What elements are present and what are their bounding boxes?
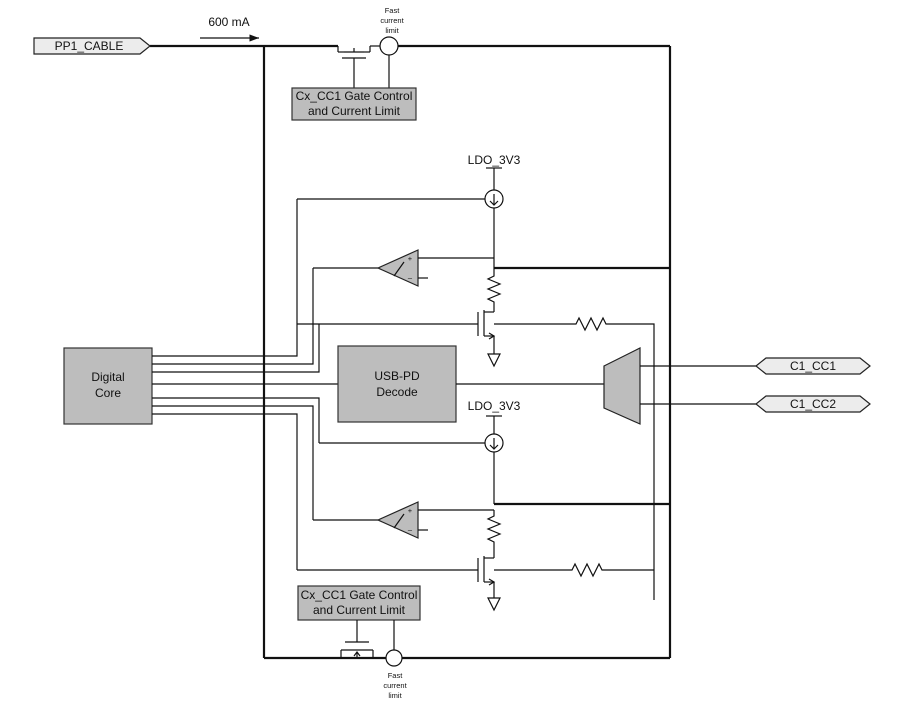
svg-text:and Current Limit: and Current Limit (313, 603, 406, 617)
comparator-bottom: + – (376, 501, 419, 539)
resistor-pd-bottom (494, 562, 654, 578)
svg-text:C1_CC1: C1_CC1 (790, 359, 836, 373)
current-sense-bottom (385, 649, 403, 667)
resistor-pd-top (494, 316, 655, 600)
ldo-top: LDO_3V3 (468, 153, 521, 209)
svg-text:Cx_CC1 Gate Control: Cx_CC1 Gate Control (301, 588, 418, 602)
svg-text:Cx_CC1 Gate Control: Cx_CC1 Gate Control (296, 89, 413, 103)
svg-text:Fast: Fast (388, 671, 404, 680)
bottom-power-switch (340, 620, 403, 667)
gate-control-top: Cx_CC1 Gate Control and Current Limit (291, 87, 417, 121)
svg-text:–: – (408, 273, 413, 282)
svg-text:Digital: Digital (91, 370, 124, 384)
control-bus (152, 199, 338, 570)
resistor-top (486, 268, 502, 312)
svg-text:+: + (408, 254, 413, 263)
svg-text:+: + (408, 506, 413, 515)
svg-text:current: current (380, 16, 404, 25)
transistor-top (297, 310, 496, 354)
top-power-switch (337, 36, 399, 90)
gate-control-bottom: Cx_CC1 Gate Control and Current Limit (297, 585, 421, 621)
svg-text:limit: limit (388, 691, 402, 700)
svg-text:Core: Core (95, 386, 121, 400)
ldo-top-label: LDO_3V3 (468, 153, 521, 167)
comparator-top: + – (376, 249, 419, 287)
device-outline (150, 44, 672, 660)
current-annotation: 600 mA (200, 15, 259, 42)
digital-core: Digital Core (63, 347, 153, 425)
svg-text:USB-PD: USB-PD (374, 369, 420, 383)
ground-top (487, 353, 501, 368)
pp1-cable-port: PP1_CABLE (33, 37, 151, 55)
svg-text:current: current (383, 681, 407, 690)
svg-text:Decode: Decode (376, 385, 418, 399)
ldo-bottom: LDO_3V3 (468, 399, 521, 453)
cc-mux (603, 347, 641, 425)
current-sense-top (379, 36, 399, 56)
ldo-bottom-label: LDO_3V3 (468, 399, 521, 413)
ground-bottom (487, 597, 501, 612)
transistor-bottom (297, 552, 496, 598)
svg-text:–: – (408, 525, 413, 534)
c1-cc1-port: C1_CC1 (755, 357, 871, 375)
fast-current-limit-label-top: Fast current limit (380, 6, 404, 35)
svg-text:Fast: Fast (385, 6, 401, 15)
svg-text:C1_CC2: C1_CC2 (790, 397, 836, 411)
pp1-cable-label: PP1_CABLE (55, 39, 124, 53)
svg-text:and Current Limit: and Current Limit (308, 104, 401, 118)
current-label: 600 mA (208, 15, 249, 29)
fast-current-limit-label-bottom: Fast current limit (383, 671, 407, 700)
svg-text:limit: limit (385, 26, 399, 35)
c1-cc2-port: C1_CC2 (755, 395, 871, 413)
resistor-bottom (486, 510, 502, 552)
usb-pd-decode: USB-PD Decode (337, 345, 457, 423)
